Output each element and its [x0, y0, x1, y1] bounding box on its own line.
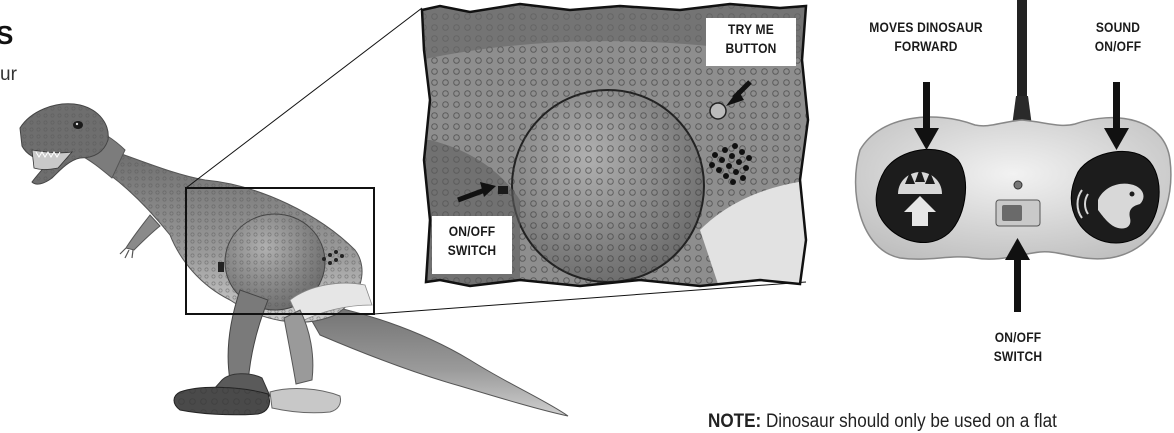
- note-body: Dinosaur should only be used on a flat: [761, 411, 1057, 432]
- forward-label: MOVES DINOSAUR FORWARD: [855, 18, 996, 56]
- note-text: NOTE: Dinosaur should only be used on a …: [708, 411, 1057, 433]
- sound-label: SOUND ON/OFF: [1084, 18, 1153, 56]
- note-prefix: NOTE:: [708, 411, 761, 432]
- try-me-button: [710, 103, 726, 119]
- remote-switch-label: ON/OFF SWITCH: [984, 328, 1053, 366]
- inset-switch-nub: [498, 186, 508, 194]
- try-me-label: TRY ME BUTTON: [714, 20, 788, 58]
- inset-switch-label: ON/OFF SWITCH: [438, 222, 507, 260]
